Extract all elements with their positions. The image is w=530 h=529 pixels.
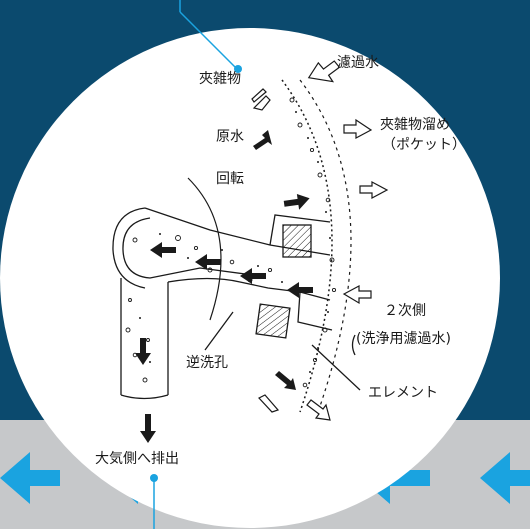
filter-mechanism (112, 79, 361, 413)
flow-arrow-icon (287, 282, 313, 298)
label-debris-pocket-1: 夾雑物溜め (380, 117, 450, 133)
flow-arrow-icon (283, 193, 310, 210)
backwash-leader (204, 311, 234, 351)
outline-arrow-icon (251, 88, 267, 103)
outline-arrow-icon (307, 60, 341, 83)
label-debris-pocket-2: （ポケット） (382, 137, 466, 153)
label-secondary-2: (洗浄用濾過水) (356, 331, 451, 347)
flow-arrow-icon (253, 130, 272, 150)
label-secondary-1: ２次側 (384, 303, 426, 319)
nozzle-block-bottom (255, 303, 291, 339)
label-raw-water: 原水 (216, 129, 244, 145)
flow-arrow-icon (275, 371, 296, 390)
flow-arrow-icon (135, 338, 151, 365)
black-arrows (135, 130, 313, 443)
blue-arrow-icon (0, 452, 60, 504)
flow-arrow-icon (240, 268, 266, 284)
secondary-brace (351, 334, 356, 356)
flow-arrow-icon (150, 242, 176, 258)
nozzle-head (269, 214, 333, 331)
outline-arrow-icon (306, 399, 331, 421)
label-debris: 夾雑物 (199, 71, 241, 87)
discharge-pipe (120, 278, 169, 400)
label-rotation: 回転 (216, 171, 244, 187)
outline-arrow-icon (343, 118, 373, 139)
outline-arrows (251, 60, 389, 421)
blue-arrow-icon (480, 452, 530, 504)
element-screen-outer (299, 79, 352, 413)
label-element: エレメント (368, 385, 438, 401)
label-backwash-hole: 逆洗孔 (186, 355, 228, 371)
outline-arrow-icon (258, 394, 280, 413)
callout-lines (150, 0, 242, 529)
label-discharge: 大気側へ排出 (95, 451, 179, 467)
flow-arrow-icon (195, 254, 221, 270)
element-leader (311, 344, 361, 391)
outline-arrow-icon (342, 285, 372, 305)
outline-arrow-icon (359, 181, 389, 199)
rotation-arc (187, 177, 222, 321)
nozzle-block-top (282, 224, 312, 258)
particle-dots (139, 111, 331, 373)
suction-arm-inner (122, 217, 261, 279)
label-filtered-water: 濾過水 (337, 55, 379, 71)
flow-arrow-icon (140, 414, 156, 443)
suction-arm (112, 207, 331, 301)
outline-arrow-icon (252, 95, 271, 111)
